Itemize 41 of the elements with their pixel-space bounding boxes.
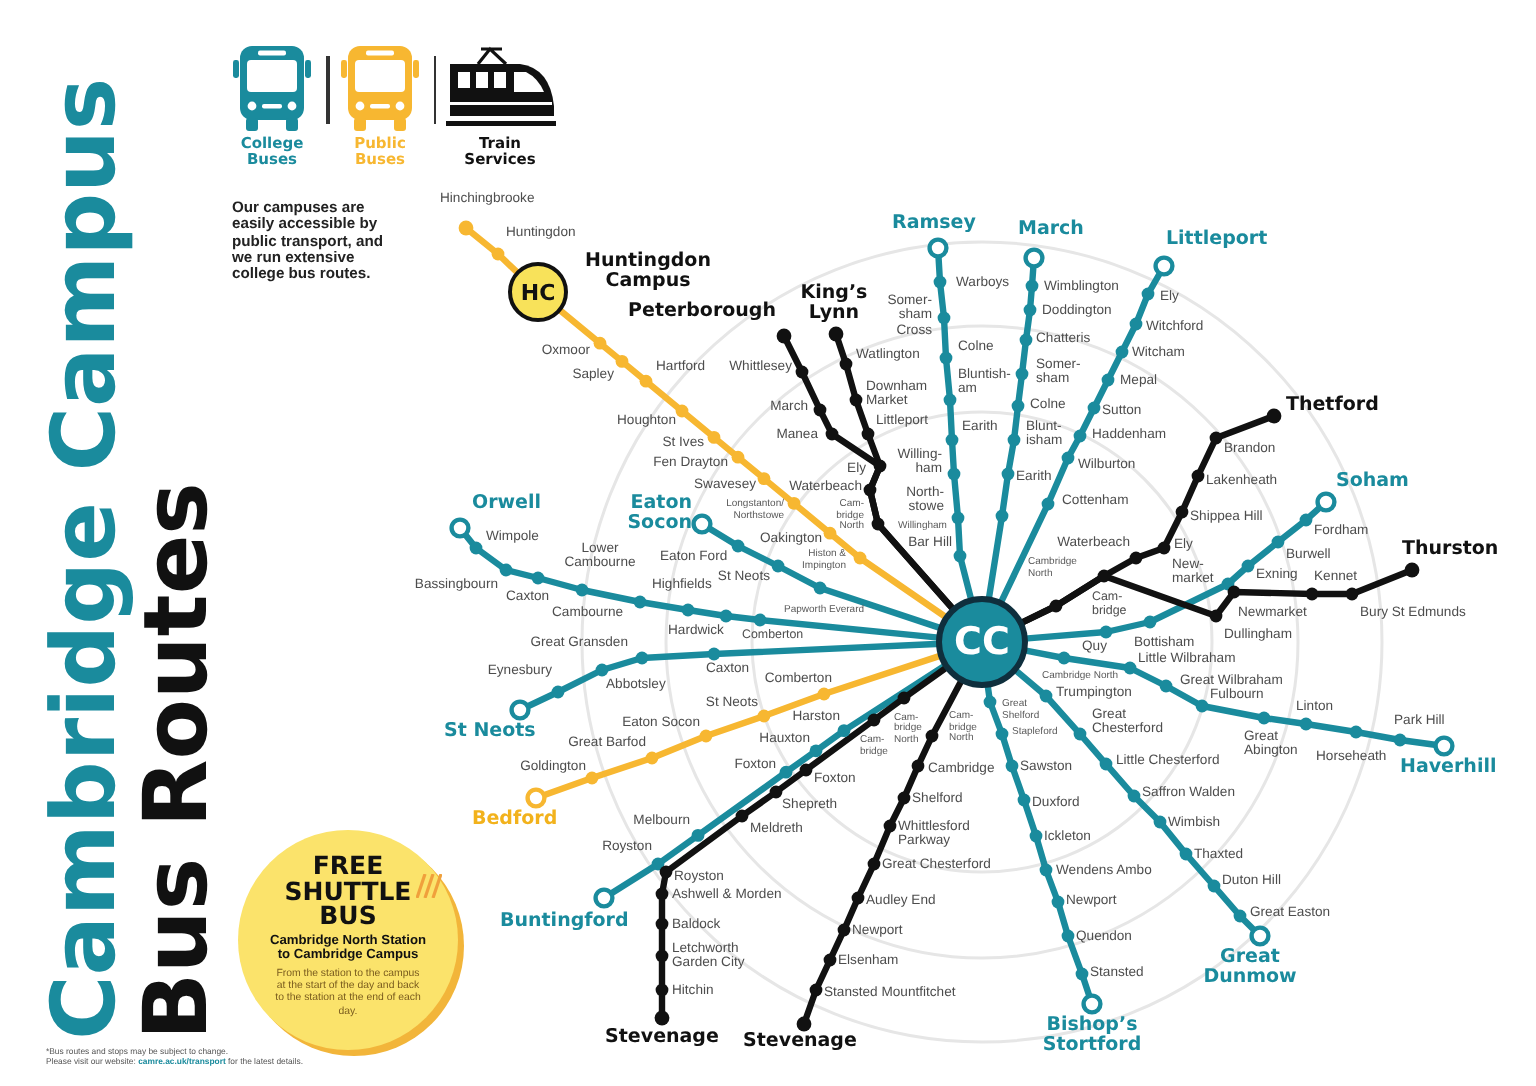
- campus-name: Huntingdon Campus: [583, 252, 713, 290]
- route-line: [1024, 647, 1455, 757]
- route-line: [1014, 668, 1271, 947]
- page-title: Cambridge Campus Bus Routes: [40, 75, 224, 1040]
- destination-name: Thetford: [1286, 396, 1379, 415]
- destination-name: Littleport: [1166, 230, 1268, 249]
- campus-circle: HC: [508, 262, 568, 322]
- destination-name: Eaton Socon: [620, 494, 692, 532]
- route-line: [796, 679, 964, 1032]
- route-line: [927, 237, 974, 601]
- shuttle-heading: FREE SHUTTLE BUS: [284, 854, 412, 929]
- hub-circle: CC: [936, 596, 1028, 688]
- route-line: [525, 653, 942, 809]
- destination-name: St Neots: [444, 722, 536, 741]
- destination-name: Bedford: [472, 810, 558, 829]
- route-line: [986, 247, 1045, 600]
- destination-name: Stevenage: [602, 1028, 722, 1047]
- destination-name: Thurston: [1402, 540, 1499, 559]
- destination-name: March: [1018, 220, 1084, 239]
- route-line: [691, 513, 942, 631]
- destination-name: Bishop’s Stortford: [1032, 1016, 1152, 1054]
- route-line: [1024, 491, 1337, 642]
- destination-name: Soham: [1336, 472, 1409, 491]
- destination-name: Haverhill: [1400, 758, 1497, 777]
- destination-name: Ramsey: [892, 214, 976, 233]
- destination-name: Great Dunmow: [1198, 948, 1302, 986]
- route-line: [509, 640, 940, 721]
- route-line: [984, 684, 1103, 1015]
- route-line: [458, 220, 520, 275]
- route-line: [449, 517, 940, 641]
- destination-name: Buntingford: [500, 912, 629, 931]
- destination-name: Orwell: [472, 494, 541, 513]
- route-line: [558, 308, 948, 620]
- route-line: [593, 663, 947, 909]
- route-line: [828, 326, 955, 611]
- route-line: [1020, 562, 1420, 625]
- route-line: [654, 665, 948, 1026]
- route-line: [998, 255, 1175, 604]
- destination-name: Stevenage: [740, 1032, 860, 1051]
- destination-name: King’s Lynn: [792, 284, 876, 322]
- destination-name: Peterborough: [628, 302, 776, 321]
